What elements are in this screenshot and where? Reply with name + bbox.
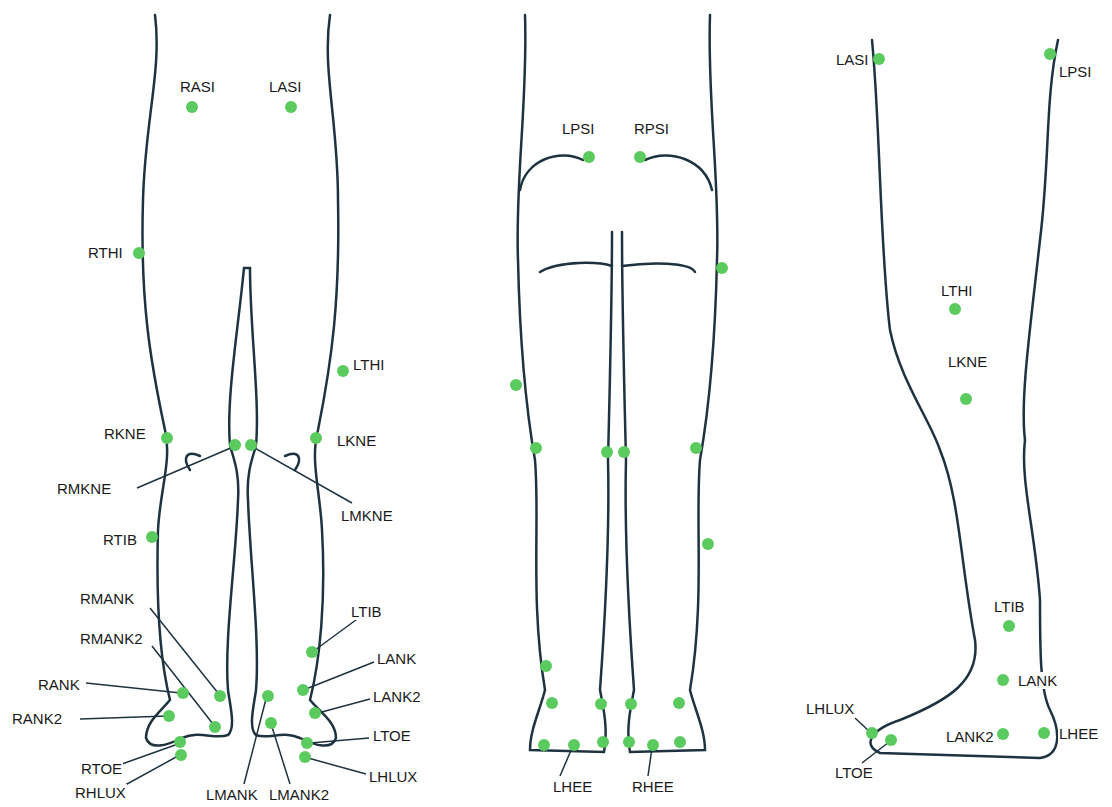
- marker-label: LANK2: [945, 728, 995, 745]
- body-outline: [142, 15, 1058, 758]
- marker-label: LKNE: [947, 353, 988, 370]
- marker-label: LTIB: [350, 603, 383, 620]
- marker-label: LTOE: [834, 764, 874, 781]
- marker-label: LTOE: [372, 727, 412, 744]
- leader-lines: [80, 447, 889, 789]
- marker-label: LMKNE: [340, 507, 394, 524]
- marker-label: RHEE: [631, 778, 675, 795]
- marker-dots: [133, 48, 1056, 763]
- marker-label: RTIB: [102, 531, 138, 548]
- marker-label: RKNE: [103, 425, 147, 442]
- marker-label: RHLUX: [74, 784, 127, 801]
- marker-label: LASI: [268, 78, 303, 95]
- marker-label: LHEE: [1058, 725, 1099, 742]
- marker-label: LTIB: [993, 598, 1026, 615]
- marker-label: RANK: [37, 676, 81, 693]
- marker-label: LHLUX: [805, 700, 855, 717]
- marker-label: LPSI: [561, 120, 596, 137]
- marker-label: LASI: [835, 51, 870, 68]
- marker-label: LANK: [1017, 672, 1058, 689]
- marker-label: LPSI: [1058, 63, 1093, 80]
- marker-label: LMANK: [205, 786, 259, 803]
- marker-label: RASI: [179, 78, 216, 95]
- marker-label: RMANK: [79, 590, 135, 607]
- marker-label: LHEE: [552, 778, 593, 795]
- marker-label: LKNE: [336, 432, 377, 449]
- marker-label: LANK2: [372, 688, 422, 705]
- marker-label: RANK2: [11, 710, 63, 727]
- marker-label: LHLUX: [368, 768, 418, 785]
- marker-label: LMANK2: [268, 786, 330, 803]
- marker-label: LTHI: [940, 282, 973, 299]
- marker-label: RMKNE: [56, 480, 112, 497]
- marker-label: RTOE: [80, 760, 123, 777]
- marker-label: RTHI: [87, 244, 124, 261]
- marker-label: RPSI: [633, 120, 670, 137]
- marker-label: LANK: [376, 650, 417, 667]
- marker-label: LTHI: [352, 356, 385, 373]
- marker-label: RMANK2: [79, 630, 144, 647]
